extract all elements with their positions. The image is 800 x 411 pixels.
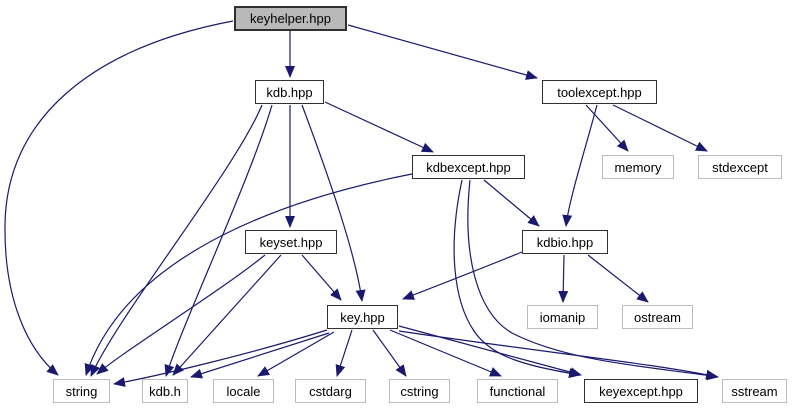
- edge-toolexcept-hpp-to-kdbio-hpp: [562, 104, 598, 227]
- edge-toolexcept-hpp-to-memory: [585, 104, 629, 152]
- edge-kdbio-hpp-to-key-hpp: [402, 251, 523, 300]
- edge-keyset-hpp-to-kdb-h: [172, 254, 282, 376]
- edge-keyset-hpp-to-string: [96, 254, 266, 375]
- node-label: toolexcept.hpp: [557, 84, 642, 100]
- node-cstring: cstring: [389, 379, 450, 403]
- node-label: kdbexcept.hpp: [426, 159, 511, 175]
- edge-kdb-hpp-to-key-hpp: [301, 104, 366, 302]
- edge-keyhelper-hpp-to-string: [4, 20, 234, 376]
- node-keyset-hpp[interactable]: keyset.hpp: [245, 230, 337, 254]
- edge-key-hpp-to-functional: [389, 329, 502, 377]
- node-toolexcept-hpp[interactable]: toolexcept.hpp: [542, 80, 657, 104]
- node-label: keyhelper.hpp: [250, 11, 331, 26]
- node-label: cstdarg: [309, 383, 352, 399]
- edge-kdbexcept-hpp-to-string: [84, 173, 413, 376]
- node-label: cstring: [400, 383, 439, 399]
- edge-kdb-hpp-to-kdb-h: [164, 104, 273, 377]
- edge-keyset-hpp-to-key-hpp: [301, 254, 342, 301]
- node-label: sstream: [731, 383, 778, 399]
- node-label: string: [65, 383, 98, 399]
- node-stdexcept: stdexcept: [698, 155, 782, 179]
- node-kdb-hpp[interactable]: kdb.hpp: [255, 80, 324, 104]
- node-label: memory: [614, 159, 662, 175]
- edge-key-hpp-to-sstream: [398, 330, 718, 380]
- node-label: ostream: [634, 309, 681, 325]
- node-label: locale: [226, 383, 261, 399]
- node-label: kdbio.hpp: [536, 234, 594, 250]
- edge-key-hpp-to-kdb-h: [190, 332, 330, 379]
- node-memory: memory: [602, 155, 674, 179]
- node-label: functional: [489, 383, 546, 399]
- edge-kdb-hpp-to-kdbexcept-hpp: [324, 101, 434, 153]
- node-locale: locale: [213, 379, 274, 403]
- edge-toolexcept-hpp-to-stdexcept: [612, 104, 708, 152]
- node-keyexcept-hpp[interactable]: keyexcept.hpp: [584, 379, 698, 403]
- node-kdb-h: kdb.h: [142, 379, 188, 403]
- node-key-hpp[interactable]: key.hpp: [327, 305, 398, 329]
- node-iomanip: iomanip: [527, 305, 598, 329]
- edge-kdbexcept-hpp-to-keyexcept-hpp: [453, 179, 581, 379]
- node-keyhelper-hpp: keyhelper.hpp: [234, 6, 347, 31]
- edge-kdbio-hpp-to-ostream: [587, 254, 649, 303]
- edge-kdb-hpp-to-string: [90, 104, 263, 377]
- edge-keyhelper-hpp-to-toolexcept-hpp: [347, 24, 538, 80]
- node-label: iomanip: [539, 309, 586, 325]
- edge-key-hpp-to-string: [113, 329, 328, 387]
- edge-kdbio-hpp-to-iomanip: [558, 254, 569, 303]
- node-label: kdb.h: [149, 383, 181, 399]
- node-kdbio-hpp[interactable]: kdbio.hpp: [522, 230, 608, 254]
- node-sstream: sstream: [722, 379, 787, 403]
- node-label: key.hpp: [340, 309, 385, 325]
- edge-key-hpp-to-locale: [257, 331, 335, 377]
- node-label: stdexcept: [712, 159, 768, 175]
- node-functional: functional: [477, 379, 558, 403]
- node-string: string: [53, 379, 110, 403]
- node-label: keyexcept.hpp: [599, 383, 683, 399]
- edge-key-hpp-to-keyexcept-hpp: [398, 325, 582, 377]
- edge-key-hpp-to-cstdarg: [335, 329, 353, 377]
- edge-kdbexcept-hpp-to-kdbio-hpp: [483, 179, 540, 227]
- node-ostream: ostream: [622, 305, 693, 329]
- node-kdbexcept-hpp[interactable]: kdbexcept.hpp: [412, 155, 525, 179]
- node-cstdarg: cstdarg: [295, 379, 366, 403]
- node-label: keyset.hpp: [259, 234, 323, 250]
- edge-kdbexcept-hpp-to-sstream: [467, 179, 719, 381]
- edge-key-hpp-to-cstring: [372, 329, 407, 377]
- node-label: kdb.hpp: [266, 84, 313, 100]
